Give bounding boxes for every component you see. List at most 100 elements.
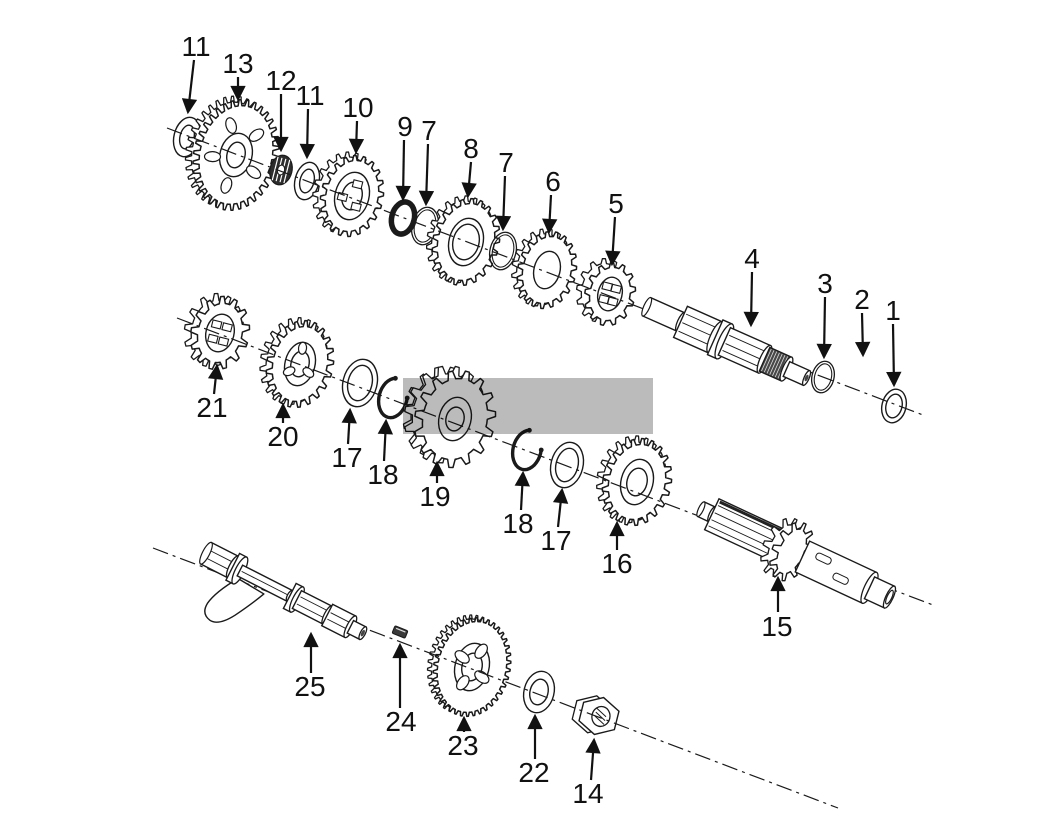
callout-17-label: 17 (540, 525, 571, 556)
part-23-gear (426, 614, 512, 718)
callout-9-label: 9 (397, 111, 413, 142)
part-3-circlip (810, 360, 836, 394)
callout-7: 7 (418, 115, 437, 207)
callout-15: 15 (761, 575, 793, 642)
part-17-washer (549, 441, 585, 489)
callout-25-label: 25 (294, 671, 325, 702)
part-17-washer (341, 358, 379, 408)
callout-1-arrow (886, 323, 902, 388)
callout-11: 11 (181, 31, 211, 115)
callout-14-arrow (585, 737, 601, 781)
part-5-gear (575, 257, 637, 327)
callout-14: 14 (572, 737, 604, 809)
callout-18: 18 (502, 470, 534, 539)
callout-13-label: 13 (222, 48, 253, 79)
callout-5-label: 5 (608, 188, 624, 219)
callout-17: 17 (540, 487, 572, 556)
callout-10-label: 10 (342, 92, 373, 123)
callout-10-arrow (348, 120, 365, 155)
callout-3-label: 3 (817, 268, 833, 299)
callout-17-label: 17 (331, 442, 362, 473)
callout-23-label: 23 (447, 730, 478, 761)
callout-7: 7 (495, 147, 514, 232)
callout-9-arrow (395, 139, 411, 202)
callout-11: 11 (295, 80, 325, 160)
callout-6-label: 6 (545, 166, 561, 197)
callout-25: 25 (294, 631, 326, 702)
callout-21-arrow (207, 363, 224, 395)
part-24-key (391, 625, 409, 639)
part-15-countershaft (696, 497, 897, 609)
callout-19: 19 (419, 460, 451, 512)
callout-4-label: 4 (744, 243, 760, 274)
watermark-box (403, 378, 653, 434)
part-14-nut (571, 695, 620, 736)
callout-23: 23 (447, 715, 479, 761)
callout-13: 13 (222, 48, 254, 102)
callout-18-label: 18 (367, 459, 398, 490)
callout-24-label: 24 (385, 706, 416, 737)
callout-7-label: 7 (421, 115, 437, 146)
callout-18-label: 18 (502, 508, 533, 539)
callout-20: 20 (267, 402, 299, 452)
callout-3: 3 (816, 268, 833, 360)
part-9-ring-dark (388, 199, 418, 237)
callout-14-label: 14 (572, 778, 603, 809)
part-4-mainshaft (641, 296, 812, 387)
callout-16-label: 16 (601, 548, 632, 579)
part-16-gear (596, 435, 673, 527)
callout-8: 8 (461, 133, 479, 199)
callout-10: 10 (342, 92, 374, 155)
callout-17-arrow (341, 407, 357, 445)
part-20-gear (259, 316, 335, 409)
callout-2: 2 (854, 284, 871, 358)
callout-11-arrow (181, 59, 198, 115)
callout-11-label: 11 (181, 31, 210, 62)
callout-11-label: 11 (295, 80, 324, 111)
part-18-c-ring (510, 427, 544, 472)
callout-19-label: 19 (419, 481, 450, 512)
callout-5: 5 (605, 188, 624, 267)
part-7-circlip (488, 231, 518, 271)
callout-18-arrow (514, 470, 530, 511)
callout-12-label: 12 (265, 65, 296, 96)
callout-18-arrow (377, 418, 394, 462)
callout-3-arrow (816, 296, 832, 360)
callout-2-arrow (854, 312, 871, 358)
callout-22: 22 (518, 713, 550, 788)
callout-17: 17 (331, 407, 363, 473)
shafts-layer (199, 296, 897, 641)
callout-4: 4 (743, 243, 760, 328)
callout-18: 18 (367, 418, 399, 490)
callout-7-arrow (495, 175, 512, 232)
callout-7-label: 7 (498, 147, 514, 178)
callout-21-label: 21 (196, 392, 227, 423)
callout-11-arrow (299, 108, 315, 160)
parts-layer (172, 95, 908, 736)
part-6-gear (511, 228, 578, 310)
callout-6: 6 (542, 166, 561, 235)
callout-8-label: 8 (463, 133, 479, 164)
callout-1-label: 1 (885, 295, 901, 326)
callout-17-arrow (552, 487, 569, 528)
callout-4-arrow (743, 271, 759, 328)
callout-5-arrow (605, 216, 621, 267)
part-10-gear (312, 151, 385, 238)
part-22-washer (522, 670, 556, 714)
watermark-layer (403, 378, 653, 434)
callout-7-arrow (418, 143, 435, 207)
callout-1: 1 (885, 295, 902, 388)
callout-12: 12 (265, 65, 297, 153)
part-8-gear (425, 195, 501, 287)
callout-24: 24 (385, 642, 417, 737)
part-25-shift-spindle (199, 541, 368, 641)
part-1-washer (880, 388, 908, 424)
callout-8-arrow (461, 161, 477, 199)
callout-6-arrow (542, 194, 558, 235)
callout-20-label: 20 (267, 421, 298, 452)
callout-15-label: 15 (761, 611, 792, 642)
callout-9: 9 (395, 111, 413, 202)
